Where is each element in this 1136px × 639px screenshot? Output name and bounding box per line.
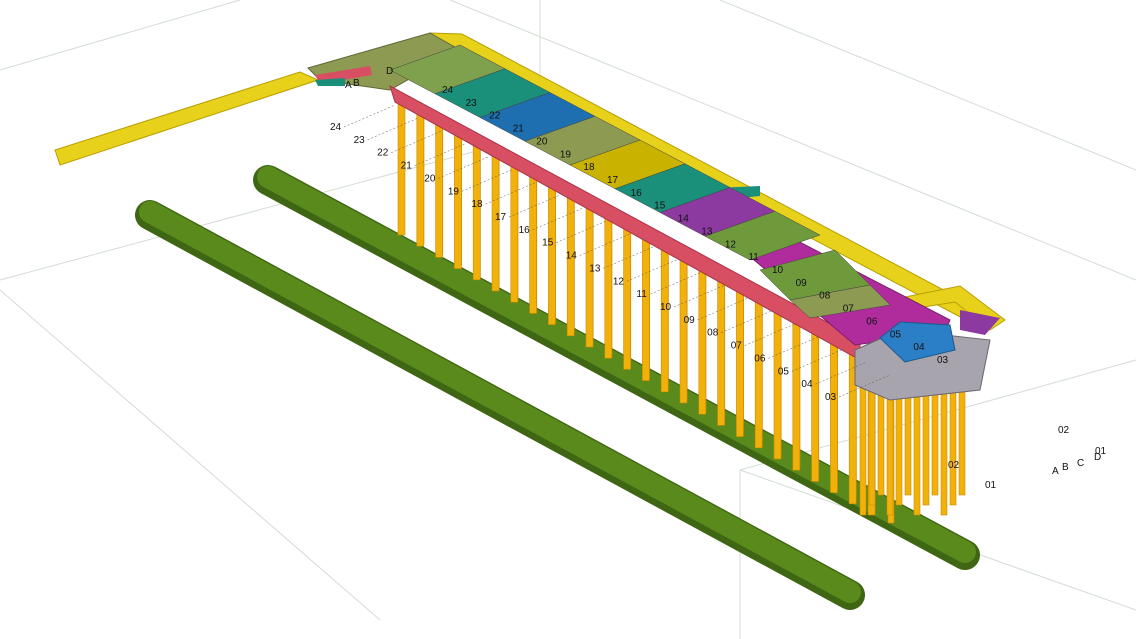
deck-label: 22: [489, 111, 501, 122]
axis-letter: B: [353, 78, 360, 89]
pile: [940, 384, 948, 516]
axis-letter: A: [1052, 466, 1059, 477]
pile-label: 13: [589, 263, 601, 274]
pile-label: 03: [825, 392, 837, 403]
pile-label: 20: [424, 173, 436, 184]
pile: [859, 384, 867, 516]
pile-label: 09: [684, 315, 696, 326]
pile: [904, 384, 912, 496]
deck-label: 15: [654, 201, 666, 212]
pile: [922, 384, 930, 506]
deck-label: 14: [678, 214, 690, 225]
pile-label: 06: [754, 353, 766, 364]
axis-letter: D: [1094, 452, 1101, 463]
axis-letter: 01: [1095, 446, 1107, 457]
pile-label: 24: [330, 122, 342, 133]
pile-end-label: 02: [948, 460, 960, 471]
deck-label: 24: [442, 85, 454, 96]
pile: [949, 384, 957, 506]
pile: [877, 384, 885, 496]
pile-label: 23: [354, 135, 366, 146]
pile: [913, 384, 921, 516]
deck-label: 18: [583, 162, 595, 173]
deck-label: 03: [937, 355, 949, 366]
pile-label: 04: [801, 379, 813, 390]
pile-label: 12: [613, 276, 625, 287]
axis-letter: D: [386, 66, 393, 77]
pile-label: 18: [471, 199, 483, 210]
pile: [868, 384, 876, 506]
pile-label: 07: [731, 341, 743, 352]
pipe-front: [135, 200, 865, 610]
pile-label: 05: [778, 366, 790, 377]
deck-label: 10: [772, 265, 784, 276]
pile: [886, 384, 894, 516]
pile-label: 17: [495, 212, 507, 223]
axis-letter: B: [1062, 462, 1069, 473]
pipes-group: [135, 165, 980, 610]
pile-label: 21: [401, 161, 413, 172]
deck-segment: [789, 284, 891, 319]
deck-label: 11: [748, 252, 759, 263]
deck-segment: [704, 210, 821, 261]
pile: [895, 384, 903, 506]
pile-label: 16: [519, 225, 531, 236]
deck-label: 19: [560, 149, 572, 160]
pile: [931, 384, 939, 496]
pile-label: 08: [707, 328, 719, 339]
pile: [958, 384, 966, 496]
deck-label: 04: [913, 342, 925, 353]
pile-label: 19: [448, 186, 460, 197]
deck-label: 21: [513, 124, 525, 135]
axis-letter: C: [1077, 458, 1084, 469]
axis-letter: A: [345, 80, 352, 91]
purple-end-wedge: [960, 310, 1000, 335]
blue-chamber: [879, 321, 956, 363]
teal-start-pad: [315, 78, 345, 86]
pile-label: 10: [660, 302, 672, 313]
deck-label: 06: [866, 316, 878, 327]
deck-label: 13: [701, 226, 713, 237]
pile-end-label: 02: [1058, 425, 1070, 436]
pipe-back: [253, 165, 980, 570]
deck-label: 17: [607, 175, 619, 186]
labels-group: 24 23 22 21 20 19 18 17 16 15 14 13 12 11 10 09 08 07 06 05…: [330, 66, 1107, 491]
pile-label: 11: [636, 289, 647, 300]
deck-label: 20: [536, 136, 548, 147]
deck-label: 12: [725, 239, 737, 250]
deck-segments: [389, 44, 891, 319]
deck-label: 16: [631, 188, 643, 199]
deck-label: 23: [466, 98, 478, 109]
deck-label: 09: [796, 278, 808, 289]
pile-label: 15: [542, 238, 554, 249]
access-ramp: [54, 71, 320, 166]
deck-label: 07: [843, 304, 855, 315]
pile-label: 22: [377, 148, 389, 159]
pile-end-label: 01: [985, 480, 997, 491]
deck-label: 08: [819, 291, 831, 302]
pile-label: 14: [566, 251, 578, 262]
deck-label: 05: [890, 329, 902, 340]
